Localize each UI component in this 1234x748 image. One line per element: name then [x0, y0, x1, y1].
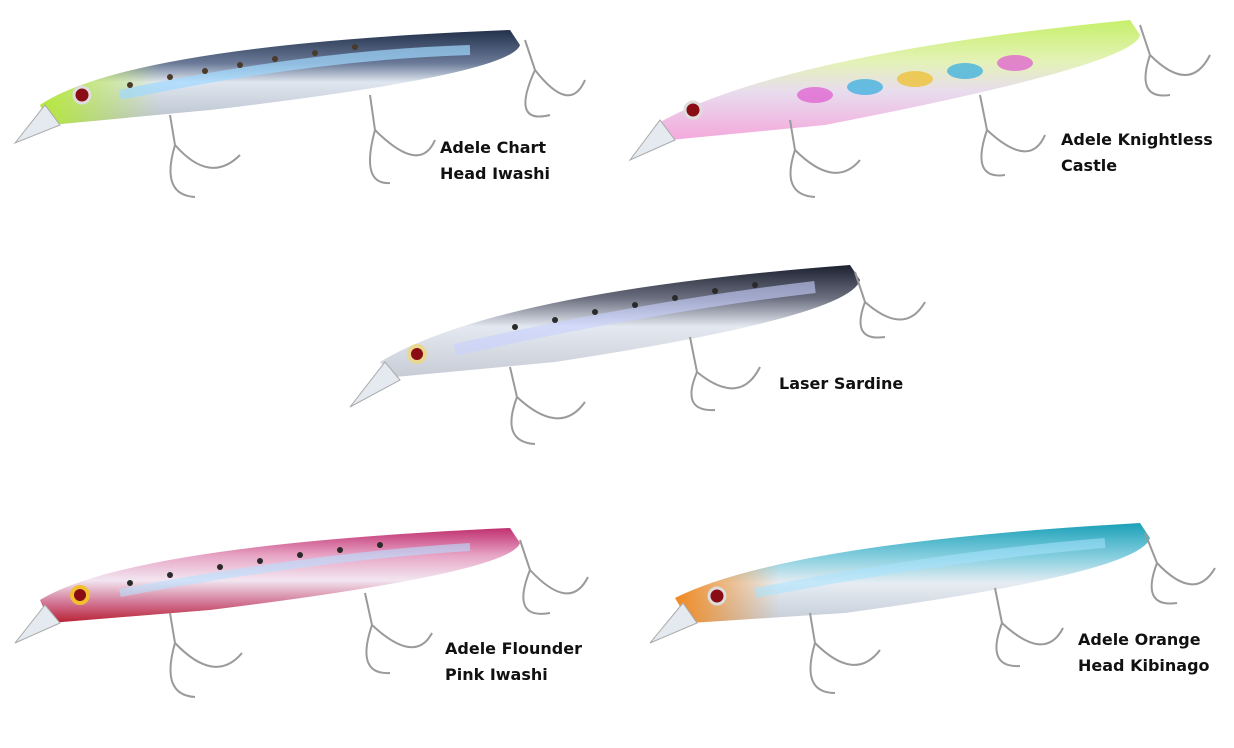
lure-label-line: Castle: [1061, 156, 1118, 175]
lure-label-line: Adele Flounder: [445, 639, 582, 658]
lure-laser-sardine: [345, 262, 935, 452]
lure-image: [14, 528, 589, 698]
lure-label: Adele Knightless Castle: [1061, 127, 1213, 179]
lure-label-line: Laser Sardine: [779, 374, 904, 393]
lure-image: [13, 30, 586, 198]
lure-adele-orange-head-kibinago: [645, 518, 1230, 708]
lure-adele-chart-head-iwashi: [10, 25, 600, 210]
lure-label: Laser Sardine: [779, 371, 903, 397]
lure-label-line: Head Kibinago: [1078, 656, 1210, 675]
lure-label: Adele Orange Head Kibinago: [1078, 627, 1210, 679]
lure-adele-knightless-castle: [625, 15, 1225, 205]
lure-image: [628, 20, 1211, 198]
lure-label-line: Adele Orange: [1078, 630, 1201, 649]
lure-label-line: Adele Chart: [440, 138, 547, 157]
lure-label: Adele Flounder Pink Iwashi: [445, 636, 582, 688]
lure-label: Adele Chart Head Iwashi: [440, 135, 550, 187]
lure-image: [349, 265, 926, 445]
lure-label-line: Adele Knightless: [1061, 130, 1213, 149]
lure-adele-flounder-pink-iwashi: [10, 525, 600, 710]
lure-label-line: Pink Iwashi: [445, 665, 548, 684]
lure-image: [649, 523, 1216, 694]
lure-label-line: Head Iwashi: [440, 164, 550, 183]
